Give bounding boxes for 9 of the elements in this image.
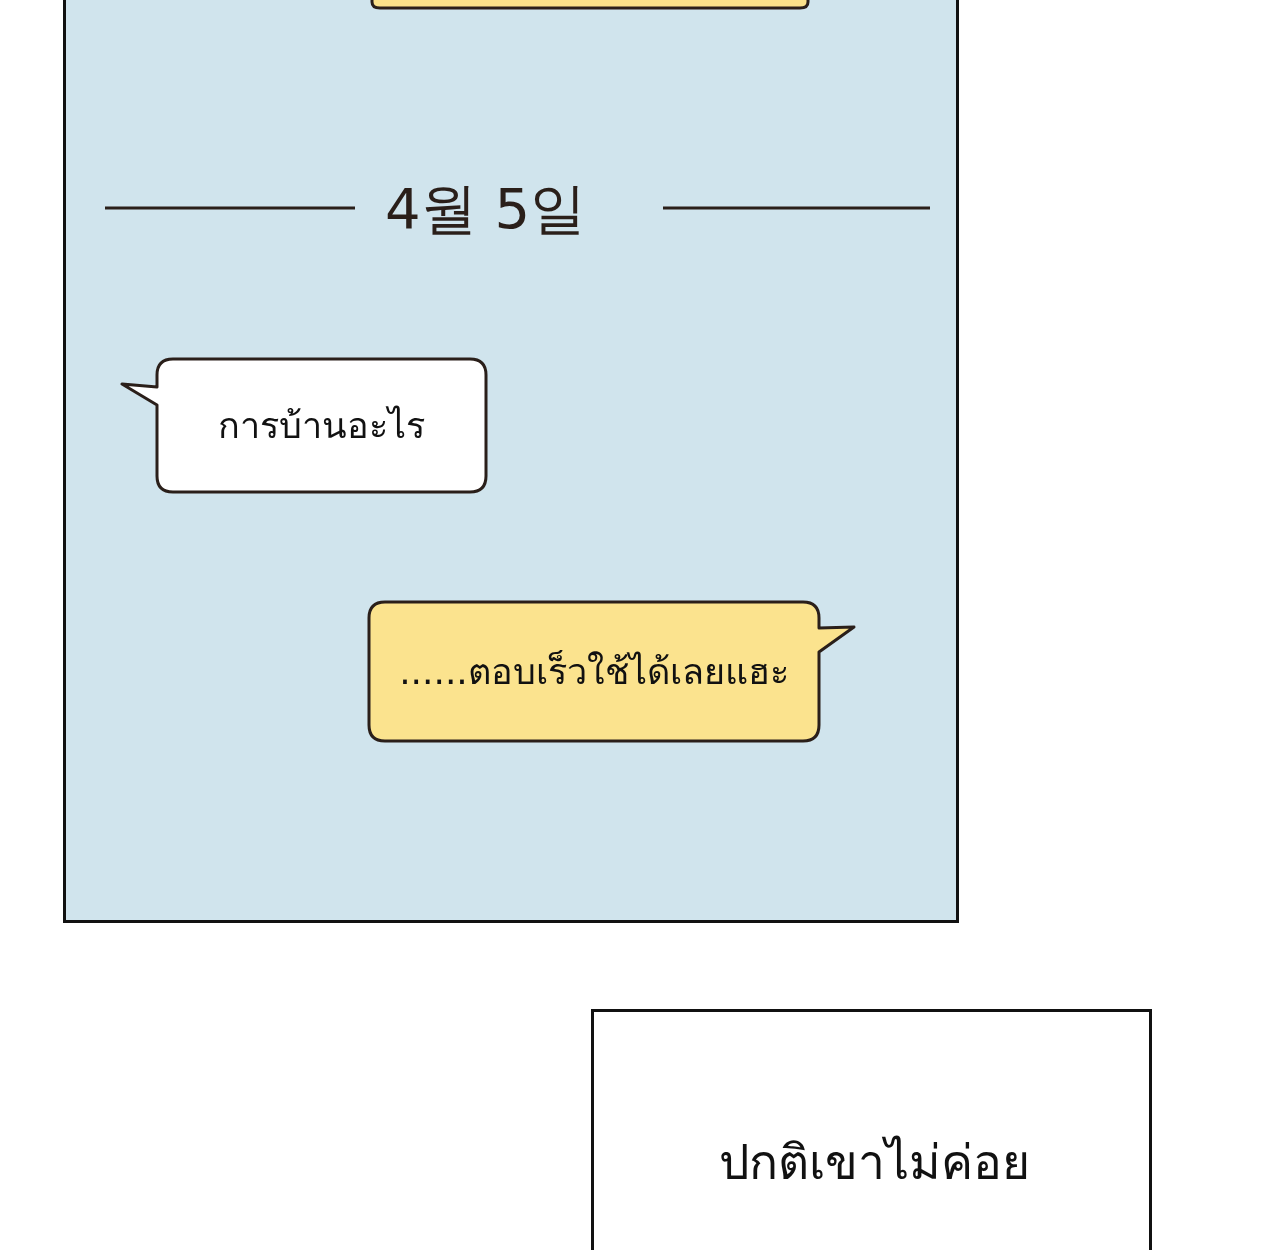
- dialogue-text: ......ตอบเร็วใช้ได้เลยแฮะ: [399, 649, 789, 694]
- speech-bubble: [122, 357, 488, 494]
- comic-panel: [63, 0, 959, 923]
- date-heading: 4월 5일: [385, 175, 587, 243]
- comic-panel: [591, 1009, 1152, 1250]
- speech-bubble: [367, 600, 854, 743]
- speech-bubble: [370, 0, 810, 10]
- dialogue-text: การบ้านอะไร: [218, 404, 425, 448]
- narration-text: ปกติเขาไม่ค่อย: [719, 1133, 1030, 1192]
